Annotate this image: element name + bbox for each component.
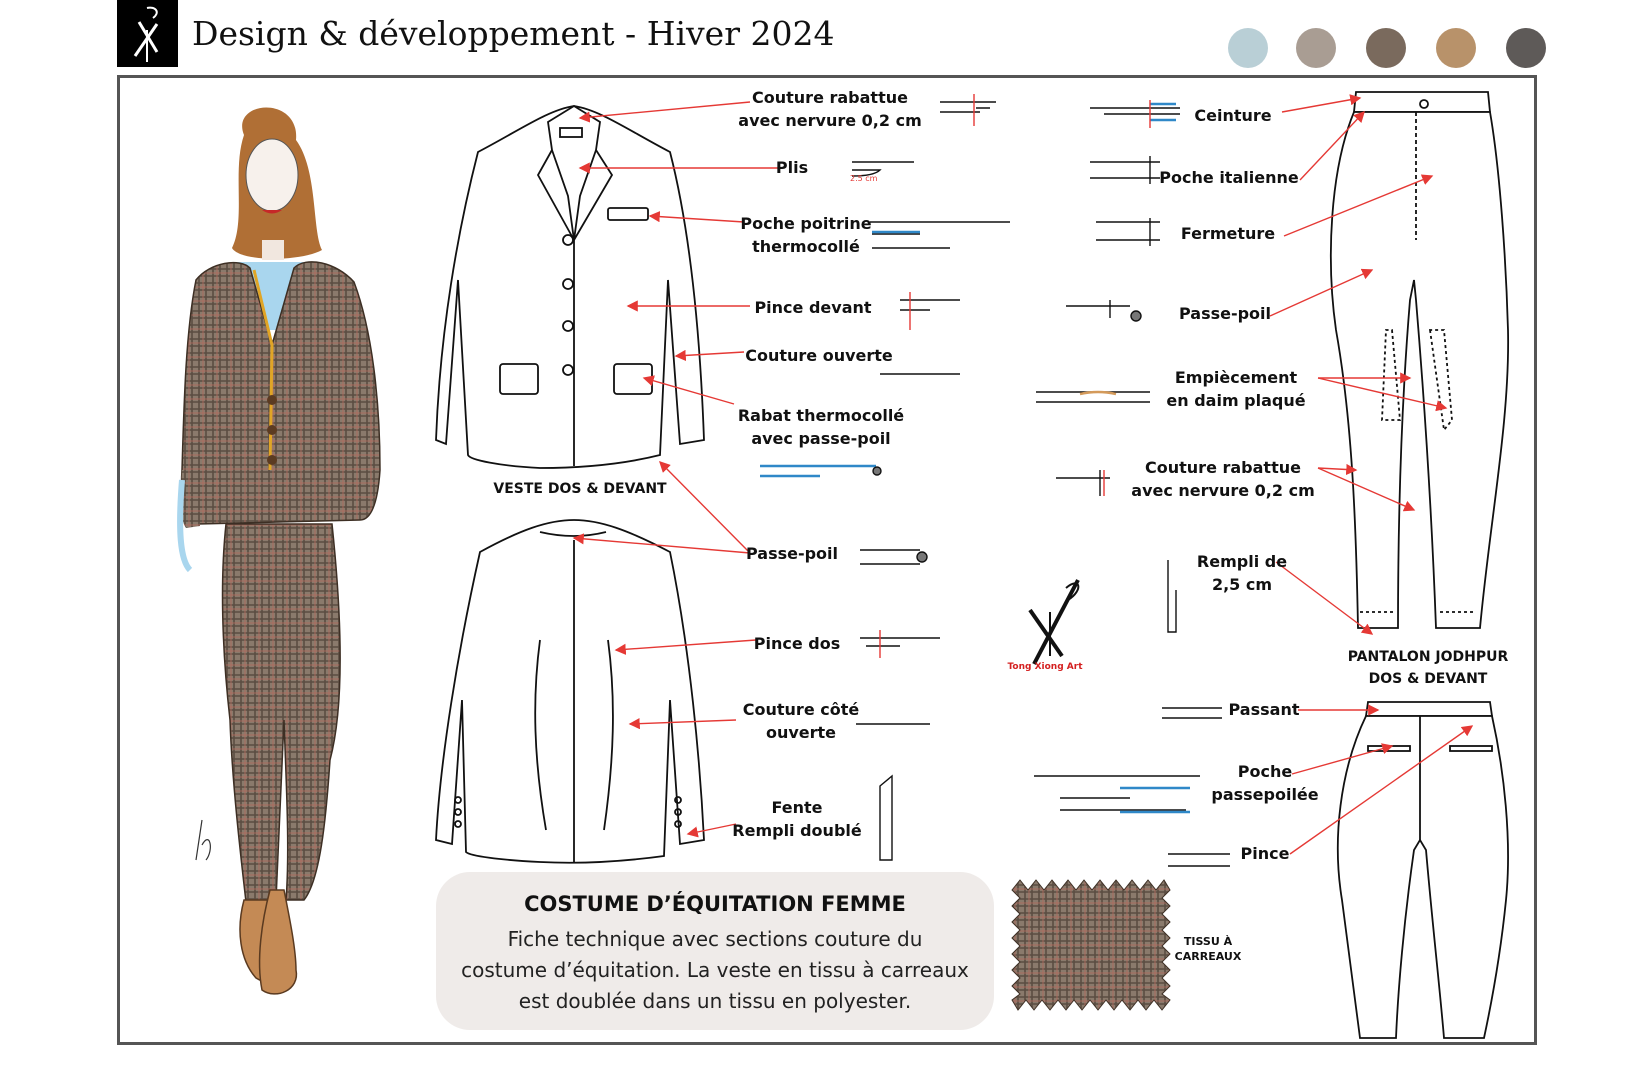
label-line: Couture côté — [742, 700, 860, 719]
label-couture-rabattue: Couture rabattue avec nervure 0,2 cm — [720, 86, 940, 132]
label-couture-cote: Couture côté ouverte — [726, 698, 876, 744]
label-line: Empiècement — [1174, 368, 1298, 387]
label-fermeture: Fermeture — [1180, 224, 1276, 243]
seam-details — [760, 94, 1230, 867]
label-line: Rempli doublé — [732, 821, 862, 840]
label-line: Couture rabattue — [1145, 458, 1301, 477]
jacket-front-drawing — [435, 104, 705, 469]
page-title: Design & développement - Hiver 2024 — [192, 14, 835, 53]
pants-back-drawing — [1336, 701, 1509, 1039]
caption-pantalon: PANTALON JODHPUR DOS & DEVANT — [1336, 646, 1520, 690]
brand-name: Tong Xiong Art — [1007, 662, 1083, 672]
caption-line: TISSU À — [1183, 935, 1233, 948]
label-line: avec nervure 0,2 cm — [1131, 481, 1315, 500]
label-line: ouverte — [765, 723, 837, 742]
description-line: Fiche technique avec sections couture du — [507, 927, 923, 951]
label-rempli: Rempli de 2,5 cm — [1186, 550, 1298, 596]
label-line: Poche poitrine — [740, 214, 872, 233]
label-line: passepoilée — [1211, 785, 1319, 804]
color-swatch-2 — [1296, 28, 1336, 68]
label-pince: Pince — [1240, 844, 1290, 863]
label-passant: Passant — [1228, 700, 1300, 719]
label-line: Rempli de — [1196, 552, 1288, 571]
brand-logo-mark — [133, 6, 159, 62]
color-swatch-1 — [1228, 28, 1268, 68]
description-line: est doublée dans un tissu en polyester. — [518, 989, 912, 1013]
caption-line: CARREAUX — [1174, 950, 1242, 963]
label-line: avec passe-poil — [751, 429, 891, 448]
sheet-frame — [117, 75, 1537, 1045]
label-poche-passepoilee: Poche passepoilée — [1206, 760, 1324, 806]
label-poche-poitrine: Poche poitrine thermocollé — [730, 212, 882, 258]
color-swatch-3 — [1366, 28, 1406, 68]
leader-arrows — [572, 94, 1474, 855]
fashion-illustration — [177, 107, 381, 995]
label-passe-poil-pantalon: Passe-poil — [1178, 304, 1272, 323]
description-line: costume d’équitation. La veste en tissu … — [461, 958, 969, 982]
label-line: Couture rabattue — [752, 88, 908, 107]
caption-tissu: TISSU À CARREAUX — [1168, 934, 1248, 964]
label-line: avec nervure 0,2 cm — [738, 111, 922, 130]
caption-line: PANTALON JODHPUR — [1347, 649, 1509, 665]
label-passe-poil-veste: Passe-poil — [745, 544, 839, 563]
label-plis-measure: 2.5 cm — [850, 174, 878, 183]
description-title: COSTUME D’ÉQUITATION FEMME — [524, 892, 906, 916]
label-rabat: Rabat thermocollé avec passe-poil — [726, 404, 916, 450]
label-line: thermocollé — [752, 237, 860, 256]
label-plis: Plis — [775, 158, 809, 177]
label-line: Rabat thermocollé — [737, 406, 905, 425]
label-couture-rabattue-pantalon: Couture rabattue avec nervure 0,2 cm — [1128, 456, 1318, 502]
caption-veste: VESTE DOS & DEVANT — [493, 481, 667, 497]
description-text: Fiche technique avec sections couture du… — [440, 924, 990, 1017]
label-line: Poche — [1237, 762, 1293, 781]
fabric-swatch — [1011, 879, 1171, 1011]
caption-line: DOS & DEVANT — [1368, 671, 1488, 687]
brand-logo — [117, 0, 178, 67]
color-swatch-4 — [1436, 28, 1476, 68]
label-fente: Fente Rempli doublé — [722, 796, 872, 842]
label-couture-ouverte: Couture ouverte — [745, 346, 893, 365]
label-empiecement: Empiècement en daim plaqué — [1156, 366, 1316, 412]
label-poche-italienne: Poche italienne — [1159, 168, 1299, 187]
color-swatch-5 — [1506, 28, 1546, 68]
brand-mark-large — [1028, 579, 1080, 665]
description-panel — [436, 872, 994, 1030]
pants-front-drawing — [1329, 91, 1510, 629]
label-pince-dos: Pince dos — [753, 634, 841, 653]
jacket-back-drawing — [435, 519, 705, 864]
label-line: Fente — [771, 798, 823, 817]
label-line: en daim plaqué — [1166, 391, 1306, 410]
label-line: 2,5 cm — [1211, 575, 1273, 594]
label-ceinture: Ceinture — [1194, 106, 1272, 125]
label-pince-devant: Pince devant — [754, 298, 872, 317]
